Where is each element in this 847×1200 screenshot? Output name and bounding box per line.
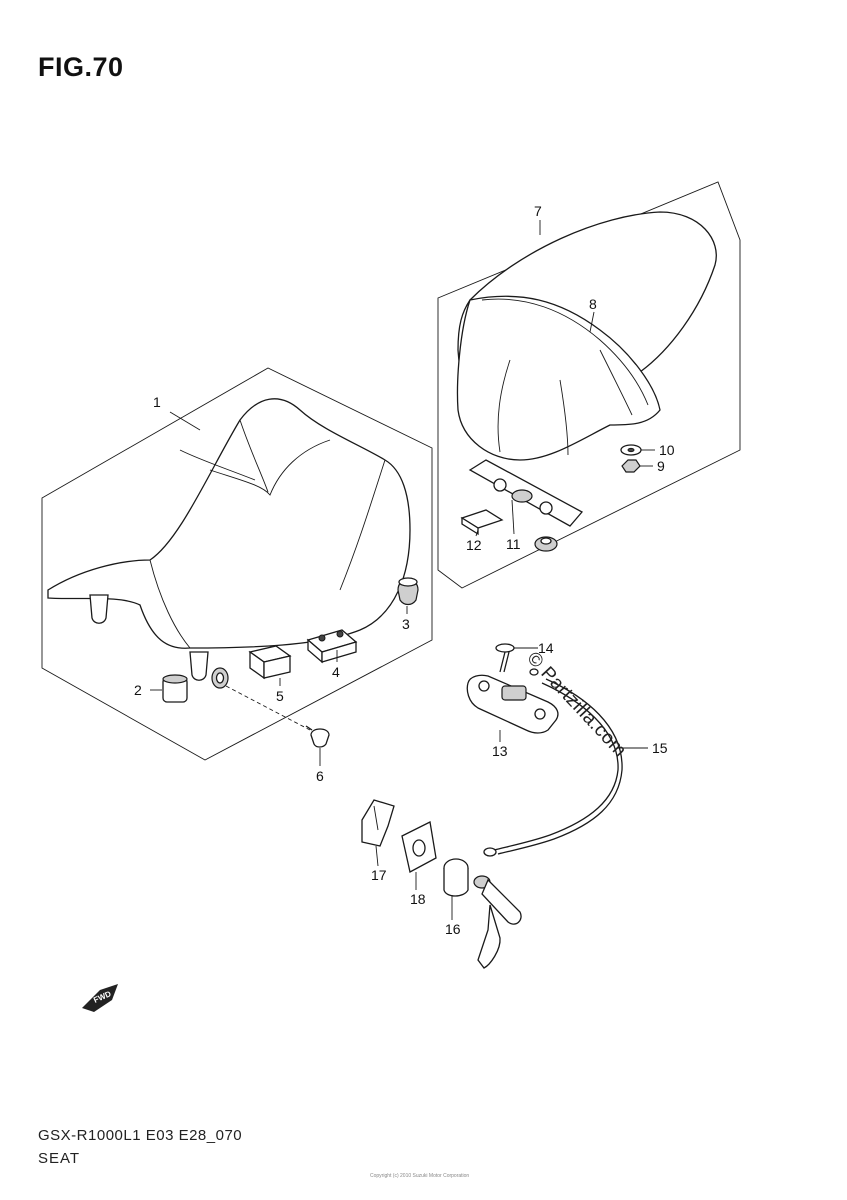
part-label-14: 14 bbox=[538, 640, 554, 656]
pillion-seat-group-box bbox=[437, 181, 741, 589]
seat-tail-cover[interactable] bbox=[456, 211, 717, 461]
part-label-9: 9 bbox=[657, 458, 665, 474]
pillion-seat-bracket[interactable] bbox=[468, 459, 584, 552]
part-label-13: 13 bbox=[492, 743, 508, 759]
lock-bracket-plate[interactable] bbox=[401, 821, 437, 873]
washer[interactable] bbox=[620, 444, 642, 456]
nut[interactable] bbox=[621, 459, 641, 473]
seat-lock-cable[interactable] bbox=[483, 668, 623, 857]
lock-bolt[interactable] bbox=[495, 643, 515, 673]
seat-cushion-damper[interactable] bbox=[162, 674, 188, 703]
pillion-seat-pad[interactable] bbox=[460, 509, 504, 536]
part-label-17: 17 bbox=[371, 867, 387, 883]
seat-cushion-knob[interactable] bbox=[397, 577, 419, 606]
seat-bracket[interactable] bbox=[306, 629, 358, 664]
section-name: SEAT bbox=[38, 1150, 81, 1167]
part-label-1: 1 bbox=[153, 394, 161, 410]
part-label-18: 18 bbox=[410, 891, 426, 907]
part-label-11: 11 bbox=[506, 536, 521, 552]
part-label-4: 4 bbox=[332, 664, 340, 680]
seat-pad[interactable] bbox=[248, 645, 292, 680]
part-label-3: 3 bbox=[402, 616, 410, 632]
model-code: GSX-R1000L1 E03 E28_070 bbox=[38, 1127, 243, 1144]
copyright-note: Copyright (c) 2010 Suzuki Motor Corporat… bbox=[370, 1173, 470, 1179]
figure-title: FIG.70 bbox=[38, 52, 124, 82]
forward-arrow-icon: FWD bbox=[82, 984, 118, 1012]
part-label-6: 6 bbox=[316, 768, 324, 784]
part-label-2: 2 bbox=[134, 682, 142, 698]
part-label-5: 5 bbox=[276, 688, 284, 704]
part-label-7: 7 bbox=[534, 203, 542, 219]
rider-seat-group-box bbox=[41, 367, 433, 761]
leader-lines bbox=[150, 220, 655, 920]
seat-lock-holder[interactable] bbox=[466, 674, 559, 734]
seat-screw-grommet[interactable] bbox=[211, 667, 330, 748]
part-label-16: 16 bbox=[445, 921, 461, 937]
part-label-12: 12 bbox=[466, 537, 482, 553]
part-label-15: 15 bbox=[652, 740, 668, 756]
seat-lock-cylinder[interactable] bbox=[443, 858, 522, 969]
part-label-10: 10 bbox=[659, 442, 675, 458]
lock-clip[interactable] bbox=[361, 799, 395, 847]
part-label-8: 8 bbox=[589, 296, 597, 312]
rider-seat[interactable] bbox=[47, 398, 411, 681]
